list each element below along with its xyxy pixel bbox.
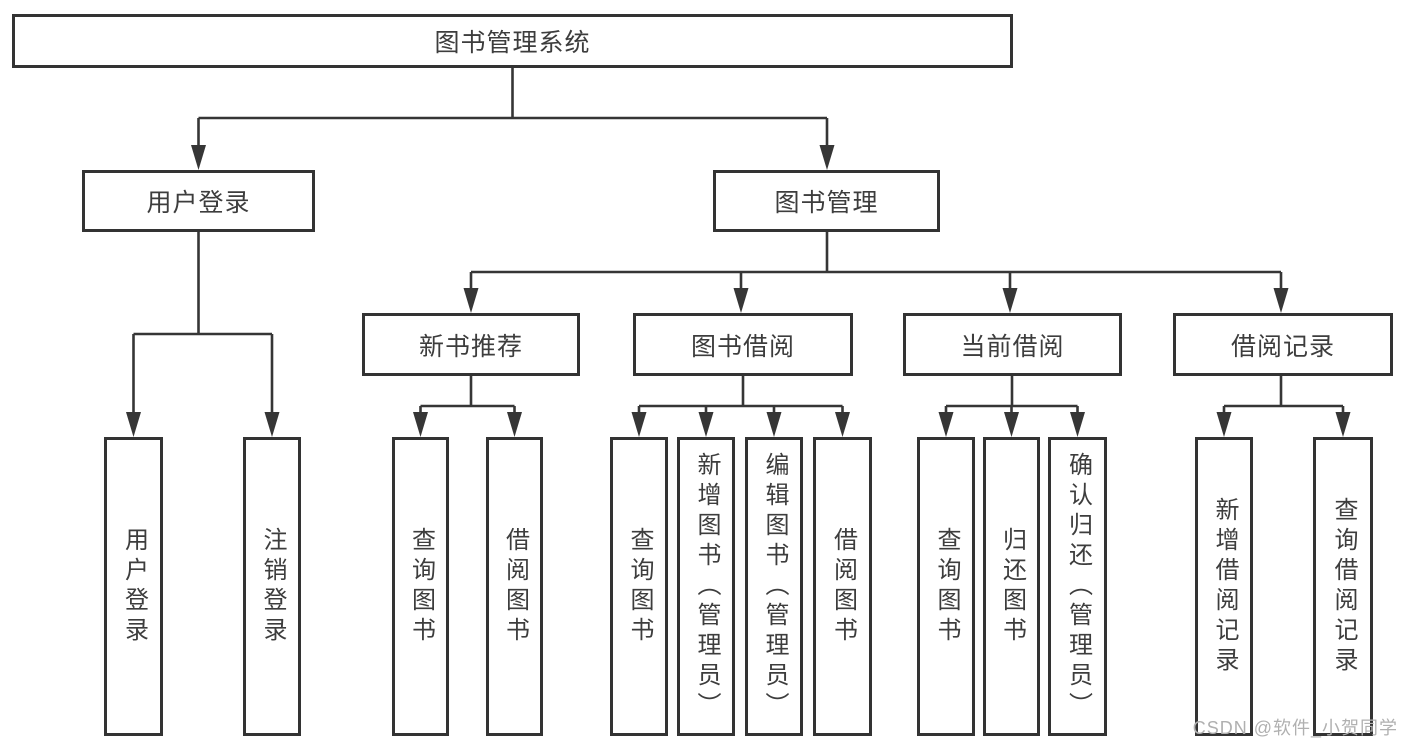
- node-leaf-rec-borrow-book: 借阅图书: [486, 437, 543, 736]
- node-root: 图书管理系统: [12, 14, 1013, 68]
- node-leaf-bb-edit-book: 编辑图书（管理员）: [745, 437, 803, 736]
- node-leaf-user-login: 用户登录: [104, 437, 163, 736]
- node-leaf-rec-borrow-book-label: 借阅图书: [501, 526, 529, 647]
- node-leaf-bb-query-book: 查询图书: [610, 437, 668, 736]
- node-leaf-user-login-label: 用户登录: [120, 526, 148, 647]
- node-root-label: 图书管理系统: [434, 29, 591, 57]
- node-leaf-logout: 注销登录: [243, 437, 301, 736]
- node-book-mgmt-label: 图书管理: [774, 189, 879, 217]
- connector-borrow-record-to-leaves: [1216, 376, 1351, 437]
- node-leaf-bb-borrow-book-label: 借阅图书: [829, 526, 857, 647]
- connector-user-login-to-leaves: [126, 232, 280, 437]
- node-user-login-label: 用户登录: [146, 189, 251, 217]
- node-leaf-cb-query-book-label: 查询图书: [933, 526, 960, 647]
- node-leaf-br-add-record-label: 新增借阅记录: [1211, 496, 1238, 677]
- node-leaf-bb-edit-book-label: 编辑图书（管理员）: [761, 451, 788, 722]
- node-borrow-record: 借阅记录: [1173, 313, 1393, 376]
- node-leaf-bb-add-book: 新增图书（管理员）: [677, 437, 735, 736]
- csdn-watermark: CSDN @软件_小贺同学: [1192, 718, 1398, 738]
- node-leaf-rec-query-book: 查询图书: [392, 437, 449, 736]
- node-leaf-bb-borrow-book: 借阅图书: [813, 437, 872, 736]
- node-leaf-br-query-record-label: 查询借阅记录: [1330, 496, 1357, 677]
- node-borrow-record-label: 借阅记录: [1230, 332, 1335, 361]
- connector-book-mgmt-to-level3: [463, 232, 1289, 313]
- connector-new-book-rec-to-leaves: [413, 376, 522, 437]
- node-leaf-cb-confirm-return-label: 确认归还（管理员）: [1064, 451, 1092, 722]
- node-book-borrow: 图书借阅: [633, 313, 853, 376]
- connector-current-borrow-to-leaves: [938, 376, 1085, 437]
- node-leaf-cb-return-book: 归还图书: [983, 437, 1040, 736]
- node-leaf-cb-query-book: 查询图书: [917, 437, 975, 736]
- node-leaf-bb-query-book-label: 查询图书: [626, 526, 653, 647]
- node-new-book-rec: 新书推荐: [362, 313, 580, 376]
- node-current-borrow-label: 当前借阅: [960, 332, 1065, 361]
- node-leaf-rec-query-book-label: 查询图书: [407, 526, 435, 647]
- connector-root-to-level2: [191, 68, 835, 170]
- node-book-borrow-label: 图书借阅: [690, 332, 795, 361]
- node-leaf-br-add-record: 新增借阅记录: [1195, 437, 1253, 736]
- node-user-login: 用户登录: [82, 170, 315, 232]
- node-book-mgmt: 图书管理: [713, 170, 940, 232]
- node-leaf-cb-return-book-label: 归还图书: [998, 526, 1026, 647]
- node-leaf-br-query-record: 查询借阅记录: [1313, 437, 1373, 736]
- node-new-book-rec-label: 新书推荐: [418, 332, 523, 361]
- node-current-borrow: 当前借阅: [903, 313, 1122, 376]
- node-leaf-logout-label: 注销登录: [259, 526, 286, 647]
- node-leaf-cb-confirm-return: 确认归还（管理员）: [1048, 437, 1107, 736]
- node-leaf-bb-add-book-label: 新增图书（管理员）: [693, 451, 720, 722]
- connector-book-borrow-to-leaves: [631, 376, 850, 437]
